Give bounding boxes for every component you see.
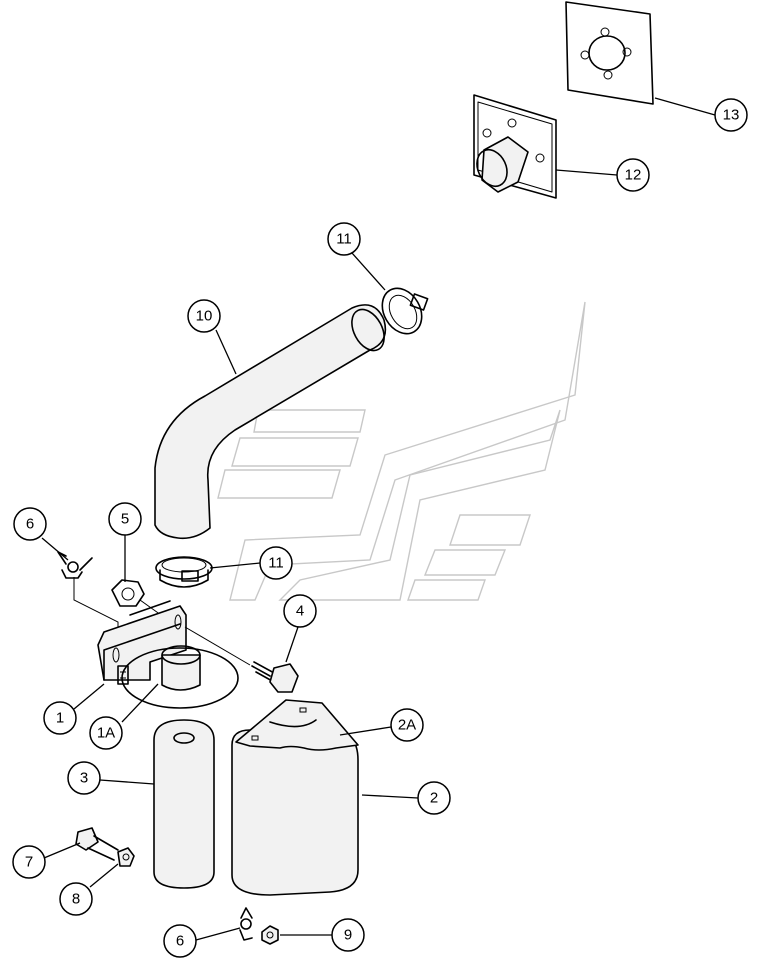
gasket-part-13 — [565, 1, 654, 105]
callout-2-label: 2 — [430, 790, 438, 807]
callout-7-label: 7 — [25, 854, 33, 871]
muffler-cylinder-part-3 — [153, 719, 215, 889]
shield-top-part-2a — [235, 699, 359, 751]
callout-6-upper-label: 6 — [26, 516, 34, 533]
callout-6-lower-label: 6 — [176, 933, 184, 950]
callout-9: 9 — [331, 918, 365, 952]
callout-13-label: 13 — [723, 107, 740, 124]
exhaust-pipe-part-10 — [154, 304, 387, 540]
callout-12-label: 12 — [625, 167, 642, 184]
nut-part-8 — [117, 847, 135, 867]
callout-5-label: 5 — [121, 511, 129, 528]
adapter-flange-part-12 — [473, 94, 557, 199]
watermark-logo — [217, 301, 586, 601]
heat-shield-part-2 — [231, 729, 359, 896]
callout-11-upper: 11 — [327, 222, 361, 256]
nut-part-5 — [111, 579, 145, 607]
clamp-part-11-lower — [155, 556, 213, 588]
callout-8-label: 8 — [72, 891, 80, 908]
wing-nut-part-6-lower — [239, 907, 253, 941]
wing-nut-part-6-upper — [57, 551, 93, 579]
bolt-part-7 — [75, 827, 119, 861]
callout-1a-label: 1A — [97, 725, 115, 742]
callout-11-lower-label: 11 — [268, 555, 284, 572]
clamp-part-11-upper — [381, 287, 429, 335]
callout-1: 1 — [43, 701, 77, 735]
callout-12: 12 — [616, 158, 650, 192]
callout-10-label: 10 — [196, 308, 213, 325]
callout-4-label: 4 — [296, 603, 304, 620]
callout-9-label: 9 — [344, 927, 352, 944]
callout-6-lower: 6 — [163, 924, 197, 958]
assembly-line-4 — [184, 626, 251, 666]
callout-1a: 1A — [89, 716, 123, 750]
bolt-part-4 — [251, 661, 299, 693]
callout-8: 8 — [59, 882, 93, 916]
callout-6-upper: 6 — [13, 507, 47, 541]
callout-7: 7 — [12, 845, 46, 879]
callout-10: 10 — [187, 299, 221, 333]
callout-13: 13 — [714, 98, 748, 132]
callout-4: 4 — [283, 594, 317, 628]
callout-11-upper-label: 11 — [336, 231, 352, 248]
leader-lines — [41, 97, 716, 941]
callout-3: 3 — [67, 761, 101, 795]
nut-part-9 — [261, 925, 279, 945]
callout-11-lower: 11 — [259, 546, 293, 580]
callout-2a: 2A — [390, 708, 424, 742]
callout-3-label: 3 — [80, 770, 88, 787]
bracket-part-1 — [97, 600, 187, 685]
outlet-plate-part-1a — [121, 645, 239, 709]
callout-2a-label: 2A — [398, 717, 416, 734]
callout-5: 5 — [108, 502, 142, 536]
callout-2: 2 — [417, 781, 451, 815]
callout-1-label: 1 — [56, 710, 64, 727]
